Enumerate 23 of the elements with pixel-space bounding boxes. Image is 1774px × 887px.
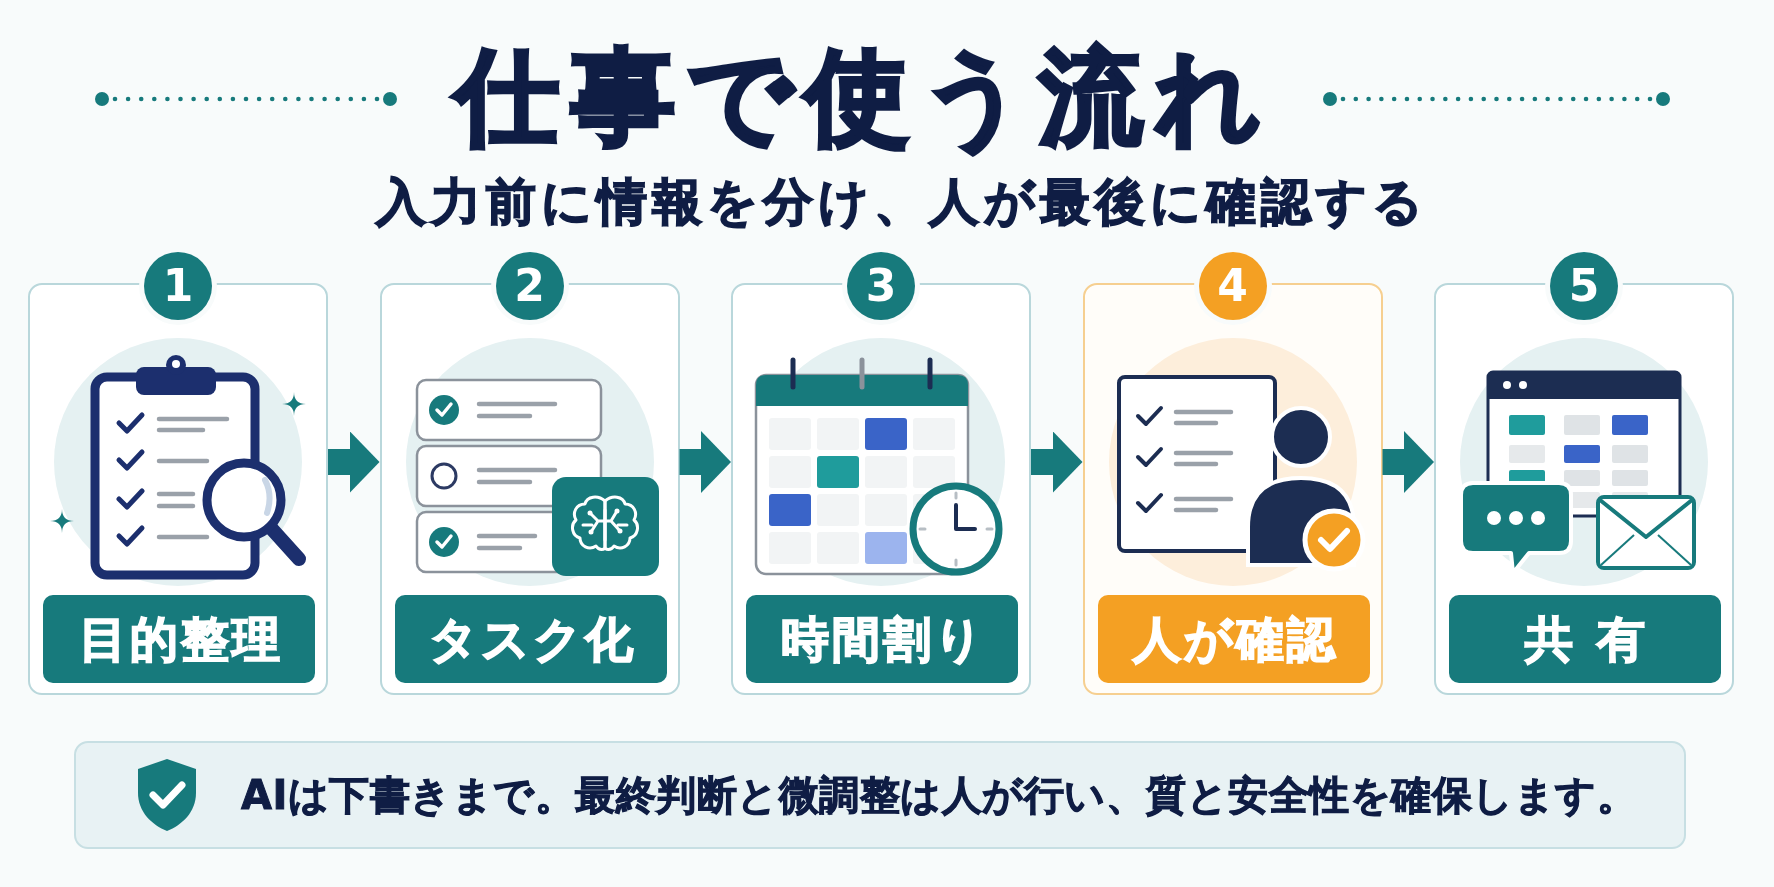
step-label-bar [43,595,315,683]
step-number: 5 [1568,261,1600,311]
step-number: 1 [162,261,194,311]
subtitle: 入力前に情報を分け、人が最後に確認する [374,172,1429,233]
step-label: 時間割り [780,609,986,669]
note-banner [74,741,1686,849]
step-label: 人が確認 [1131,609,1338,669]
step-number: 2 [514,261,545,311]
arrow [328,431,380,493]
note-text: AIは下書きまで。最終判断と微調整は人が行い、質と安全性を確保します。 [241,771,1638,820]
step-label-bar [1097,595,1370,683]
step-label: 目的整理 [77,609,283,669]
step-number: 4 [1217,261,1248,311]
arrow [1031,431,1083,493]
step-label-bar [746,595,1018,683]
step-label-bar [394,595,667,683]
step-number: 3 [865,261,897,311]
arrow [1382,431,1434,493]
step-label: タスク化 [427,609,636,669]
arrow [679,431,731,493]
title: 仕事で使う流れ [443,30,1277,166]
step-label: 共有 [1524,609,1669,669]
step-label-bar [1449,595,1721,683]
